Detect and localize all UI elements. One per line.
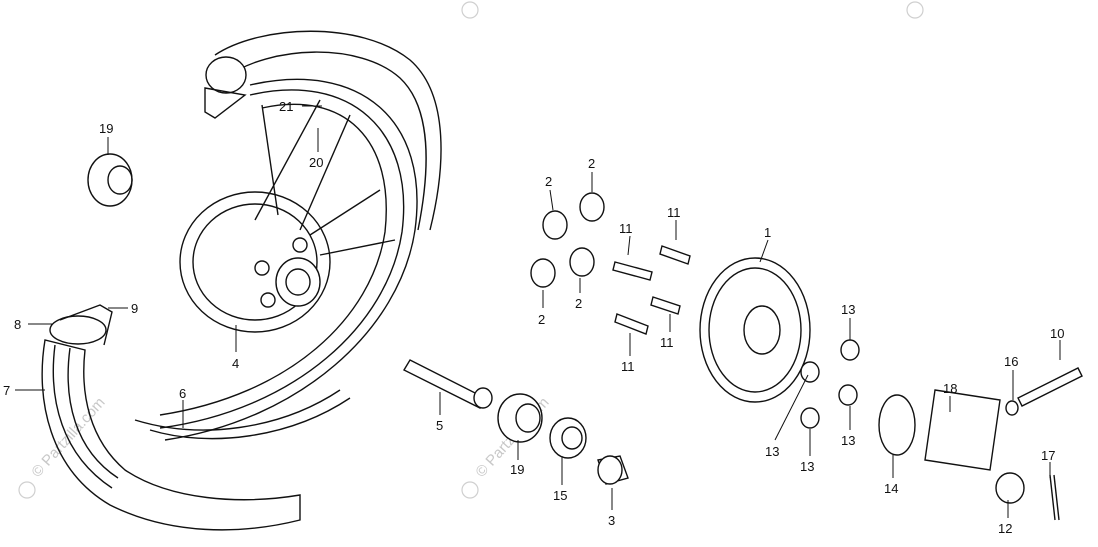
callout-6: 6 bbox=[179, 386, 186, 401]
axle-sleeve bbox=[403, 359, 493, 409]
leader-lines bbox=[15, 105, 1061, 518]
callout-13: 13 bbox=[841, 433, 855, 448]
callout-labels: 1 2 2 2 2 3 4 5 6 7 8 9 10 11 11 11 11 1… bbox=[3, 99, 1064, 536]
callout-11: 11 bbox=[619, 221, 633, 236]
studs bbox=[612, 245, 691, 335]
axle-nut bbox=[995, 472, 1025, 504]
callout-13: 13 bbox=[765, 444, 779, 459]
callout-13: 13 bbox=[800, 459, 814, 474]
callout-15: 15 bbox=[553, 488, 567, 503]
callout-2: 2 bbox=[545, 174, 552, 189]
dampers bbox=[530, 192, 605, 288]
circlip bbox=[878, 394, 916, 456]
callout-10: 10 bbox=[1050, 326, 1064, 341]
callout-19: 19 bbox=[99, 121, 113, 136]
collar bbox=[597, 455, 629, 485]
bearing-lower bbox=[497, 393, 543, 443]
callout-2: 2 bbox=[538, 312, 545, 327]
callout-21: 21 bbox=[279, 99, 293, 114]
callout-11: 11 bbox=[667, 205, 681, 220]
callout-5: 5 bbox=[436, 418, 443, 433]
bearing-top bbox=[87, 153, 133, 207]
adjuster-plate bbox=[924, 389, 1001, 471]
watermark-group: © Partzilla.com © Partzilla.com bbox=[18, 1, 924, 499]
callout-20: 20 bbox=[309, 155, 323, 170]
callout-11: 11 bbox=[660, 335, 674, 350]
callout-2: 2 bbox=[588, 156, 595, 171]
callout-3: 3 bbox=[608, 513, 615, 528]
callout-2: 2 bbox=[575, 296, 582, 311]
tire-upper-section bbox=[204, 30, 442, 231]
callout-17: 17 bbox=[1041, 448, 1055, 463]
callout-18: 18 bbox=[943, 381, 957, 396]
hub bbox=[179, 191, 331, 333]
callout-19: 19 bbox=[510, 462, 524, 477]
callout-12: 12 bbox=[998, 521, 1012, 536]
callout-11: 11 bbox=[621, 359, 635, 374]
seal bbox=[549, 417, 587, 459]
spokes bbox=[254, 99, 396, 256]
callout-1: 1 bbox=[764, 225, 771, 240]
callout-9: 9 bbox=[131, 301, 138, 316]
callout-7: 7 bbox=[3, 383, 10, 398]
callout-8: 8 bbox=[14, 317, 21, 332]
washer bbox=[1005, 400, 1019, 416]
cotter-pin bbox=[1049, 474, 1060, 521]
sprocket bbox=[699, 257, 811, 403]
callout-4: 4 bbox=[232, 356, 239, 371]
callout-13: 13 bbox=[841, 302, 855, 317]
rim bbox=[134, 78, 418, 441]
callout-14: 14 bbox=[884, 481, 898, 496]
nuts bbox=[800, 339, 860, 429]
callout-16: 16 bbox=[1004, 354, 1018, 369]
bolt bbox=[1017, 367, 1083, 407]
tire-lower-section bbox=[41, 304, 301, 531]
